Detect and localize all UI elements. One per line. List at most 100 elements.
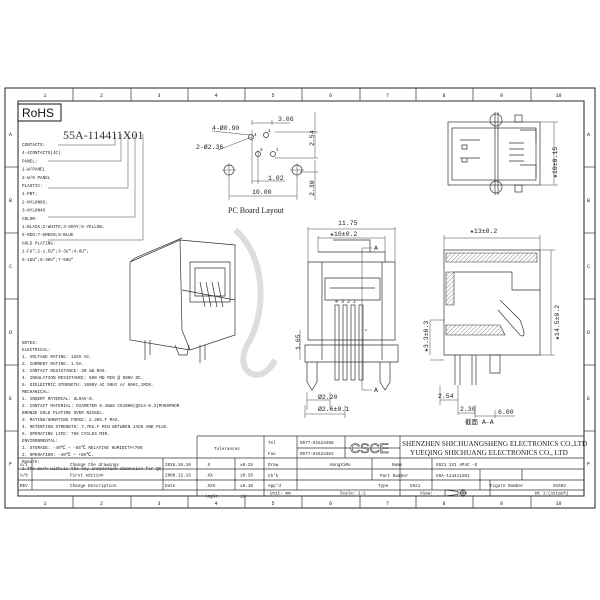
tolerance-precision: .XX [205,474,213,479]
note-line: 3. MATING/UNMATING FORCE: 2.2KG.F MAX. [22,418,120,423]
pc-board-layout: 4-Ø0.90 2-Ø2.36 3.06 2.54 1.02 10.00 2.3… [196,112,318,215]
section-marker-bottom: A [374,387,378,394]
tolerance-precision: .X [205,463,211,468]
note-line: 2. OPERATION: -40℃ — +85℃. [22,453,94,458]
dim-2-30: 2.30 [309,180,316,196]
tolerance-value: ±0.10 [240,484,253,489]
dim-2-30-side: 2.30 [460,406,476,413]
row-letter: B [587,198,590,204]
tolerance-value: ±1° [240,495,248,500]
type-value: 5521 [410,484,421,489]
notes-block: NOTES:ELECTRICAL:1. VOLTAGE RATING: 125V… [22,341,180,472]
column-number: 6 [329,93,332,99]
revision-id: REV [20,484,28,489]
part-code-option: 1-W/PANEL [22,168,46,173]
dim-2-54-side: 2.54 [438,393,454,400]
front-view: 11.75 ★10±0.2 A A 4 3 2 1 1.65 Ø2.20 Ø2.… [295,220,399,418]
column-number: 6 [329,501,332,507]
revision-description: Change the drawings [70,463,119,468]
column-number: 8 [443,501,446,507]
draw-label: Draw [268,463,279,468]
dim-14-5-0-2: ★14.5±0.2 [554,305,561,340]
part-code-option: COLOR: [22,217,37,222]
column-number: 2 [100,501,103,507]
revision-date: Date [165,484,176,489]
hole-dim-2-36: 2-Ø2.36 [196,143,223,151]
note-line: 1. STORAGE: -40℃ — -85℃ RELATIVE HUMIDIT… [22,446,143,451]
pin-label: 2 [268,129,271,134]
note-line: MECHANICAL: [22,390,50,395]
row-letter: D [587,330,590,336]
note-line: BRONZE GOLD PLATING OVER NICKEL. [22,411,105,416]
hole-dim-0-90: 4-Ø0.90 [212,124,239,132]
pin-label: 3 [260,148,263,153]
dim-10-0-15: ★10±0.15 [552,147,559,178]
note-line: 4. INSULATION RESISTANCE: 500 MΩ MIN @ 5… [22,376,143,381]
isometric-view [129,227,278,378]
tolerance-precision: Angle [205,495,218,500]
part-code-option: 4-4CONTACTS(4C) [22,151,61,156]
section-view-a-a: ★13±0.2 ★14.5±0.2 ★3.3±0.3 2.54 2.30 6.0… [423,228,561,426]
dim-2-54: 2.54 [309,130,316,146]
dim-2-6: Ø2.6±0.1 [318,405,349,413]
part-number-label: Part Number [380,474,409,479]
part-code-option: 2-W/O PANEL [22,176,51,181]
tolerance-precision: .XXX [205,484,216,489]
column-number: 10 [556,501,562,507]
part-code-option: 1-PBT; [22,192,37,197]
tel-label: Tel [268,441,276,446]
view-label: View: [420,492,433,497]
part-code-option: CONTACTS: [22,143,45,148]
row-letter: A [9,132,12,138]
revision-date: 2008.12.19 [165,474,191,479]
note-line: 1.The mark with★is the key inspection di… [22,467,162,472]
column-number: 2 [100,93,103,99]
column-number: 9 [500,93,503,99]
pin-label: 1 [276,148,279,153]
pin-numbers: 4 3 2 1 [335,299,356,305]
column-number: 3 [158,93,161,99]
part-name: 5521 1X1 4P4C -E [436,463,478,468]
rohs-badge: RoHS [17,103,62,122]
dim-1-65: 1.65 [295,334,302,350]
pin-label: 4 [254,133,257,138]
dim-6-00: 6.00 [498,409,514,416]
column-number: 1 [44,93,47,99]
part-code-option: 5-15U";6-30U";7-50U" [22,258,74,263]
company-logo: CSCE [350,440,389,456]
revision-id: A/1 [20,463,28,468]
section-caption: 截面 A-A [465,417,494,426]
company-name-1: SHENZHEN SHICHUANGSHENG ELECTRONICS CO.,… [402,440,587,448]
fax-label: Fax [268,452,276,457]
part-code-option: GOLD PLATING: [22,241,56,246]
row-letter: D [9,330,12,336]
name-label: Name [392,463,403,468]
column-number: 10 [556,93,562,99]
approve-label: App'd [268,484,281,489]
dim-10-00: 10.00 [252,189,272,196]
check-label: Ch'k [268,474,279,479]
note-line: 5. DIELECTRIC STRENGTH: 1000V AC 50Hz or… [22,383,154,388]
figure-number-label: Figure Number [490,484,524,489]
row-letter: B [9,198,12,204]
column-number: 4 [215,93,218,99]
note-line: 2. CURRENT RATING: 1.5A. [22,362,84,367]
tolerance-value: ±0.20 [240,474,253,479]
row-letter: F [587,462,590,468]
part-code-option: 1-FU";2-1.5U";3-3U";4-6U"; [22,250,89,255]
column-number: 8 [443,93,446,99]
note-line: NOTES: [22,341,37,346]
note-line: Remark: [22,460,40,465]
column-number: 4 [215,501,218,507]
figure-number: SC502 [553,484,566,489]
column-number: 5 [272,501,275,507]
revision-id: A/0 [20,474,28,479]
part-number: 55A-114411X01 [436,474,470,479]
drawer-name: HongXiMu [330,463,351,468]
dim-3-06: 3.06 [278,116,294,123]
part-code-legend: 55A-114411X01 CONTACTS:4-4CONTACTS(4C)PA… [22,128,143,263]
row-letter: C [9,264,12,270]
note-line: 1. VOLTAGE RATING: 125V AC. [22,355,92,360]
scale-label: Scale: 1:1 [340,492,366,497]
